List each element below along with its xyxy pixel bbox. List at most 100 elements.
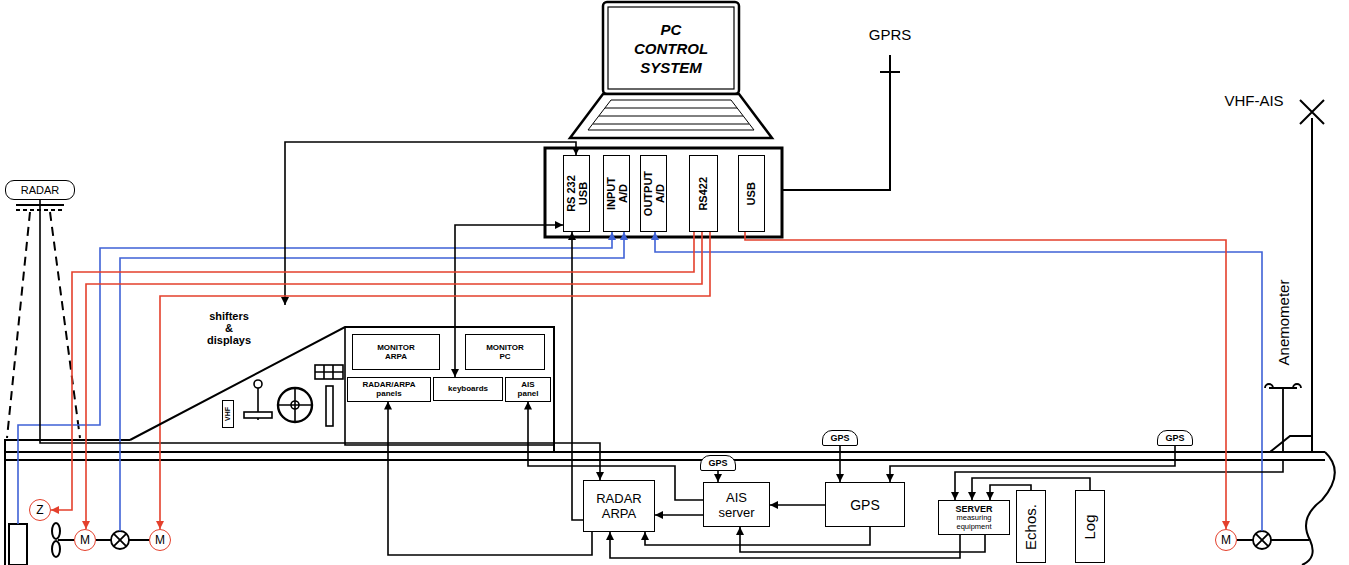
console-equipment	[244, 412, 272, 418]
console-equipment	[278, 388, 312, 422]
rudder-actuator: Z	[29, 499, 51, 521]
laptop-screen-label: PC CONTROL SYSTEM	[612, 10, 730, 86]
node-text: PC CONTROL SYSTEM	[630, 20, 712, 77]
node-text: RS 232 USB	[565, 168, 588, 220]
console-equipment	[315, 365, 343, 379]
gps-antenna: GPS	[822, 430, 858, 446]
node-text: RADAR	[21, 184, 60, 196]
device-box: AIS server	[703, 482, 770, 527]
bow-thruster-sensor	[1253, 531, 1271, 549]
signal-connector	[890, 446, 1175, 482]
signal-connector	[645, 527, 870, 545]
rudder-propeller	[58, 539, 74, 541]
node-text: measuring equipment	[948, 514, 1000, 531]
node-text: shifters & displays	[205, 310, 253, 346]
signal-connector	[770, 504, 825, 506]
node-text: RADAR/ARPA panels	[362, 380, 417, 399]
signal-connector	[572, 232, 583, 520]
control-wire	[745, 232, 1226, 529]
signal-connector	[285, 142, 576, 305]
console-equipment	[254, 380, 262, 388]
motor-symbol: M	[74, 529, 96, 551]
node-text: keyboards	[448, 384, 488, 394]
shaft-sensor	[111, 531, 129, 549]
gprs-antenna	[782, 55, 900, 190]
gprs-antenna	[782, 55, 890, 190]
sensor-wire	[18, 232, 1262, 531]
anemometer-symbol	[1265, 384, 1301, 452]
node-text: MONITOR ARPA	[374, 343, 419, 362]
node-text: RADAR ARPA	[592, 491, 647, 521]
gps-antenna: GPS	[1157, 430, 1193, 446]
signal-connector	[655, 514, 703, 516]
node-text: INPUT A/D	[605, 168, 628, 220]
signal-connector	[610, 532, 960, 558]
anemometer-symbol	[1265, 384, 1301, 388]
vhf-ais-mast	[1270, 100, 1324, 452]
control-wire	[51, 232, 694, 510]
interface-port: INPUT A/D	[603, 155, 630, 232]
monitor-block-outline	[345, 327, 554, 445]
rudder-propeller	[52, 541, 60, 557]
monitor-box: MONITOR ARPA	[352, 334, 440, 370]
vhf-ais-mast	[1300, 100, 1324, 124]
panel-box: keyboards	[433, 377, 503, 401]
interface-port: USB	[738, 155, 765, 232]
node-text: RS422	[698, 168, 710, 220]
gprs-antenna	[880, 71, 900, 73]
shaft-sensor	[96, 531, 149, 549]
node-text: Log	[1082, 492, 1098, 562]
node-text: VHF	[224, 401, 232, 427]
motor-symbol: M	[149, 529, 171, 551]
monitor-box: MONITOR PC	[465, 334, 545, 370]
node-text: GPS	[850, 497, 880, 513]
laptop	[588, 100, 754, 130]
laptop	[570, 2, 772, 138]
node-text: GPS	[1165, 433, 1184, 443]
node-text: GPS	[830, 433, 849, 443]
ship-hull	[5, 440, 130, 565]
node-text: GPS	[708, 458, 727, 468]
vhf-ais-mast	[1311, 118, 1313, 452]
sensor-wire	[120, 232, 624, 531]
device-box: GPS	[825, 482, 905, 527]
node-text: USB	[746, 168, 758, 220]
shaft-sensor	[96, 539, 149, 541]
panel-box: RADAR/ARPA panels	[347, 377, 431, 402]
device-box: SERVERmeasuring equipment	[938, 500, 1010, 535]
sensor-wire	[18, 232, 612, 524]
interface-port: RS 232 USB	[563, 155, 590, 232]
console-equipment	[244, 365, 343, 426]
interface-port: OUTPUT A/D	[640, 155, 667, 232]
panel-box: AIS panel	[505, 377, 551, 402]
laptop	[570, 94, 772, 138]
sensor-box: Log	[1075, 490, 1105, 563]
console-equipment	[278, 388, 312, 422]
rudder-propeller	[9, 523, 74, 565]
node-text: OUTPUT A/D	[642, 168, 665, 220]
signal-connector	[388, 402, 592, 556]
signal-connector	[40, 200, 600, 480]
vhf-radio: VHF	[222, 400, 234, 428]
node-text: SERVER	[956, 504, 993, 514]
antenna-label-holder: GPRS	[855, 24, 925, 44]
sensor-label: Anemometer	[1275, 272, 1292, 372]
shaft-sensor	[114, 534, 127, 547]
console-equipment	[315, 365, 343, 379]
node-text: AIS server	[712, 490, 762, 520]
device-box: RADAR ARPA	[583, 480, 655, 532]
radar-mast	[50, 212, 80, 438]
ship-hull	[5, 440, 1335, 565]
node-text: M	[1221, 533, 1231, 547]
bow-thruster-sensor	[1237, 531, 1309, 549]
radar-mast	[7, 205, 80, 438]
bow-thruster-sensor	[1256, 534, 1269, 547]
gps-antenna: GPS	[700, 455, 736, 471]
node-text: AIS panel	[512, 380, 544, 399]
motor-symbol: M	[1215, 529, 1237, 551]
antenna-label: GPRS	[869, 26, 912, 43]
signal-connector	[455, 225, 563, 377]
sensor-box: Echos.	[1016, 490, 1046, 563]
